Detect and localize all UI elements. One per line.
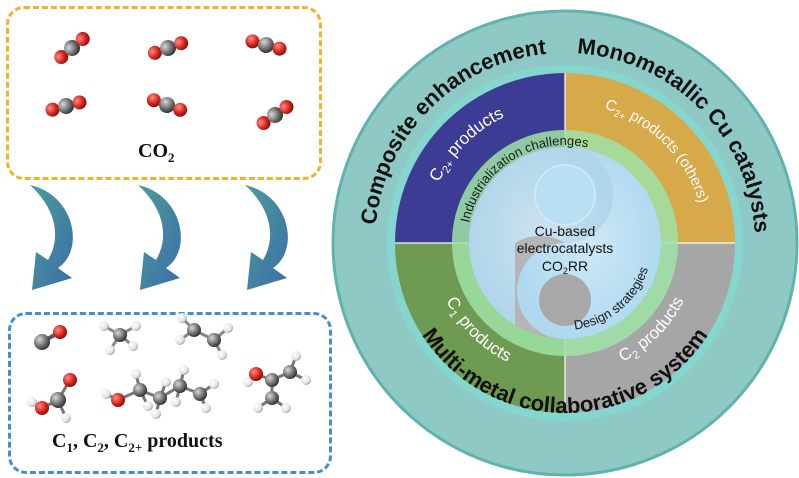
- co2-label: CO2: [138, 140, 175, 165]
- alcohol-chain-molecule: [101, 365, 219, 419]
- curved-arrow-icon: [245, 185, 288, 290]
- catalyst-wheel: Composite enhancement Monometallic Cu ca…: [331, 9, 799, 477]
- center-line-2: electrocatalysts: [517, 240, 613, 256]
- branched-alcohol-molecule: [243, 351, 311, 413]
- center-line-3: CO2RR: [542, 258, 588, 276]
- curved-arrow-icon: [30, 185, 73, 290]
- co2-molecule: [147, 36, 189, 60]
- co2-molecule: [146, 93, 188, 117]
- formic-acid-molecule: [27, 373, 77, 423]
- curved-arrow-icon: [138, 185, 181, 290]
- co2-molecule: [256, 99, 294, 131]
- lower-dot: [539, 274, 591, 326]
- co2-molecules: [45, 32, 294, 131]
- methane-molecule: [99, 321, 141, 355]
- upper-dot: [534, 164, 596, 226]
- co-molecule: [34, 325, 67, 350]
- center-text: Cu-based electrocatalysts CO2RR: [517, 223, 613, 276]
- products-panel: [8, 312, 332, 474]
- co2-molecule: [45, 95, 87, 117]
- product-molecules: [27, 313, 311, 423]
- co2-molecule: [245, 34, 287, 56]
- co2-molecule: [54, 32, 90, 64]
- center-line-1: Cu-based: [535, 223, 596, 239]
- ethylene-molecule: [175, 313, 233, 360]
- co2-panel: [6, 6, 322, 180]
- conversion-arrows: [30, 185, 288, 290]
- products-label: C1, C2, C2+ products: [52, 430, 223, 455]
